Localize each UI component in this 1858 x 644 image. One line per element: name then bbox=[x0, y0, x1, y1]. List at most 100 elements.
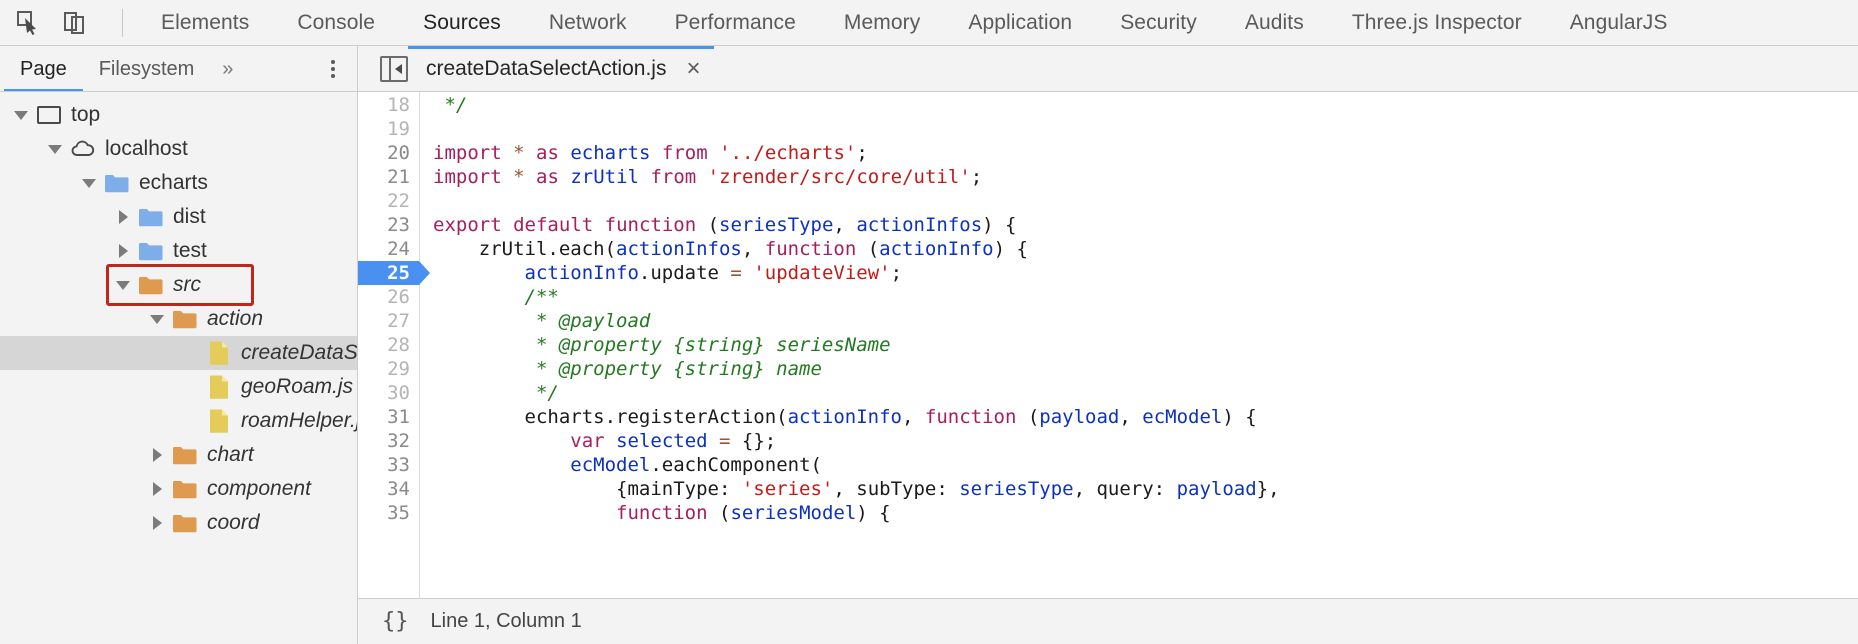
tree-file-roamhelper-js[interactable]: roamHelper.js bbox=[0, 404, 357, 438]
collapse-sidebar-icon[interactable] bbox=[380, 55, 408, 82]
nav-tab-more-icon[interactable]: » bbox=[222, 57, 234, 80]
line-number[interactable]: 18 bbox=[387, 94, 410, 116]
line-number[interactable]: 32 bbox=[387, 430, 410, 452]
code-token: ( bbox=[1016, 406, 1040, 428]
folder-icon bbox=[138, 239, 164, 263]
chevron-right-icon[interactable] bbox=[114, 242, 132, 260]
code-token: actionInfo bbox=[524, 262, 639, 284]
line-number[interactable]: 24 bbox=[387, 238, 410, 260]
nav-tab-filesystem[interactable]: Filesystem bbox=[98, 57, 195, 80]
code-token: , bbox=[741, 238, 765, 260]
code-token: ( bbox=[696, 214, 720, 236]
chevron-down-icon[interactable] bbox=[114, 276, 132, 294]
tree-folder-test[interactable]: test bbox=[0, 234, 357, 268]
chevron-right-icon[interactable] bbox=[148, 480, 166, 498]
tree-folder-src[interactable]: src bbox=[0, 268, 357, 302]
chevron-right-icon[interactable] bbox=[148, 446, 166, 464]
tree-folder-coord[interactable]: coord bbox=[0, 506, 357, 540]
code-line[interactable] bbox=[433, 117, 1858, 141]
folder-icon bbox=[138, 205, 164, 229]
tree-node-label: component bbox=[207, 477, 311, 500]
code-line[interactable]: * @payload bbox=[433, 309, 1858, 333]
tab-console[interactable]: Console bbox=[297, 10, 376, 34]
line-number[interactable]: 27 bbox=[387, 310, 410, 332]
navigator-more-options-icon[interactable] bbox=[325, 54, 341, 84]
code-token: import bbox=[433, 142, 502, 164]
code-line[interactable]: export default function (seriesType, act… bbox=[433, 213, 1858, 237]
tree-folder-action[interactable]: action bbox=[0, 302, 357, 336]
tree-file-createdataselectaction-js[interactable]: createDataSelectAction.js bbox=[0, 336, 357, 370]
tree-node-top[interactable]: top bbox=[0, 98, 357, 132]
line-number[interactable]: 20 bbox=[387, 142, 410, 164]
tab-angularjs[interactable]: AngularJS bbox=[1569, 10, 1668, 34]
tree-node-label: geoRoam.js bbox=[241, 375, 354, 398]
tab-threejs-inspector[interactable]: Three.js Inspector bbox=[1351, 10, 1522, 34]
tab-performance[interactable]: Performance bbox=[674, 10, 796, 34]
pretty-print-icon[interactable]: {} bbox=[382, 609, 409, 634]
line-number[interactable]: 33 bbox=[387, 454, 410, 476]
code-line[interactable]: /** bbox=[433, 285, 1858, 309]
code-token bbox=[742, 262, 753, 284]
code-token bbox=[639, 166, 650, 188]
code-line[interactable]: function (seriesModel) { bbox=[433, 501, 1858, 525]
tab-network[interactable]: Network bbox=[548, 10, 627, 34]
tab-sources[interactable]: Sources bbox=[423, 10, 501, 34]
editor-status-bar: {} Line 1, Column 1 bbox=[358, 598, 1858, 644]
tab-elements[interactable]: Elements bbox=[161, 10, 250, 34]
code-token bbox=[525, 166, 536, 188]
code-line[interactable]: echarts.registerAction(actionInfo, funct… bbox=[433, 405, 1858, 429]
tab-security[interactable]: Security bbox=[1120, 10, 1197, 34]
code-line[interactable]: import * as echarts from '../echarts'; bbox=[433, 141, 1858, 165]
tab-memory[interactable]: Memory bbox=[843, 10, 921, 34]
line-number[interactable]: 23 bbox=[387, 214, 410, 236]
code-line[interactable]: import * as zrUtil from 'zrender/src/cor… bbox=[433, 165, 1858, 189]
code-token: seriesType bbox=[719, 214, 834, 236]
editor-file-tab[interactable]: createDataSelectAction.js × bbox=[407, 45, 715, 92]
code-line[interactable]: */ bbox=[433, 93, 1858, 117]
code-line[interactable] bbox=[433, 189, 1858, 213]
chevron-right-icon[interactable] bbox=[148, 514, 166, 532]
code-line[interactable]: */ bbox=[433, 381, 1858, 405]
line-number[interactable]: 22 bbox=[387, 190, 410, 212]
tree-folder-dist[interactable]: dist bbox=[0, 200, 357, 234]
code-token: zrUtil bbox=[570, 166, 639, 188]
code-line[interactable]: var selected = {}; bbox=[433, 429, 1858, 453]
code-token: actionInfo bbox=[787, 406, 902, 428]
tab-application[interactable]: Application bbox=[968, 10, 1073, 34]
code-line[interactable]: actionInfo.update = 'updateView'; bbox=[433, 261, 1858, 285]
line-number[interactable]: 30 bbox=[387, 382, 410, 404]
tree-file-georoam-js[interactable]: geoRoam.js bbox=[0, 370, 357, 404]
tree-folder-component[interactable]: component bbox=[0, 472, 357, 506]
line-number[interactable]: 29 bbox=[387, 358, 410, 380]
chevron-down-icon[interactable] bbox=[46, 140, 64, 158]
code-token: function bbox=[764, 238, 857, 260]
close-icon[interactable]: × bbox=[686, 54, 701, 82]
nav-tab-page[interactable]: Page bbox=[4, 47, 83, 92]
chevron-down-icon[interactable] bbox=[12, 106, 30, 124]
line-number[interactable]: 28 bbox=[387, 334, 410, 356]
current-line-number[interactable]: 25 bbox=[358, 261, 430, 285]
line-number[interactable]: 21 bbox=[387, 166, 410, 188]
device-toolbar-icon[interactable] bbox=[60, 8, 90, 38]
inspect-element-icon[interactable] bbox=[14, 8, 44, 38]
line-number[interactable]: 35 bbox=[387, 502, 410, 524]
code-line[interactable]: * @property {string} name bbox=[433, 357, 1858, 381]
tree-folder-echarts[interactable]: echarts bbox=[0, 166, 357, 200]
code-line[interactable]: ecModel.eachComponent( bbox=[433, 453, 1858, 477]
code-line[interactable]: zrUtil.each(actionInfos, function (actio… bbox=[433, 237, 1858, 261]
line-number[interactable]: 34 bbox=[387, 478, 410, 500]
tree-folder-chart[interactable]: chart bbox=[0, 438, 357, 472]
code-line[interactable]: {mainType: 'series', subType: seriesType… bbox=[433, 477, 1858, 501]
line-number[interactable]: 19 bbox=[387, 118, 410, 140]
tree-node-localhost[interactable]: localhost bbox=[0, 132, 357, 166]
source-code[interactable]: */ import * as echarts from '../echarts'… bbox=[420, 92, 1858, 598]
line-number[interactable]: 26 bbox=[387, 286, 410, 308]
chevron-down-icon[interactable] bbox=[148, 310, 166, 328]
chevron-right-icon[interactable] bbox=[114, 208, 132, 226]
code-line[interactable]: * @property {string} seriesName bbox=[433, 333, 1858, 357]
tab-audits[interactable]: Audits bbox=[1244, 10, 1304, 34]
chevron-down-icon[interactable] bbox=[80, 174, 98, 192]
line-number[interactable]: 31 bbox=[387, 406, 410, 428]
